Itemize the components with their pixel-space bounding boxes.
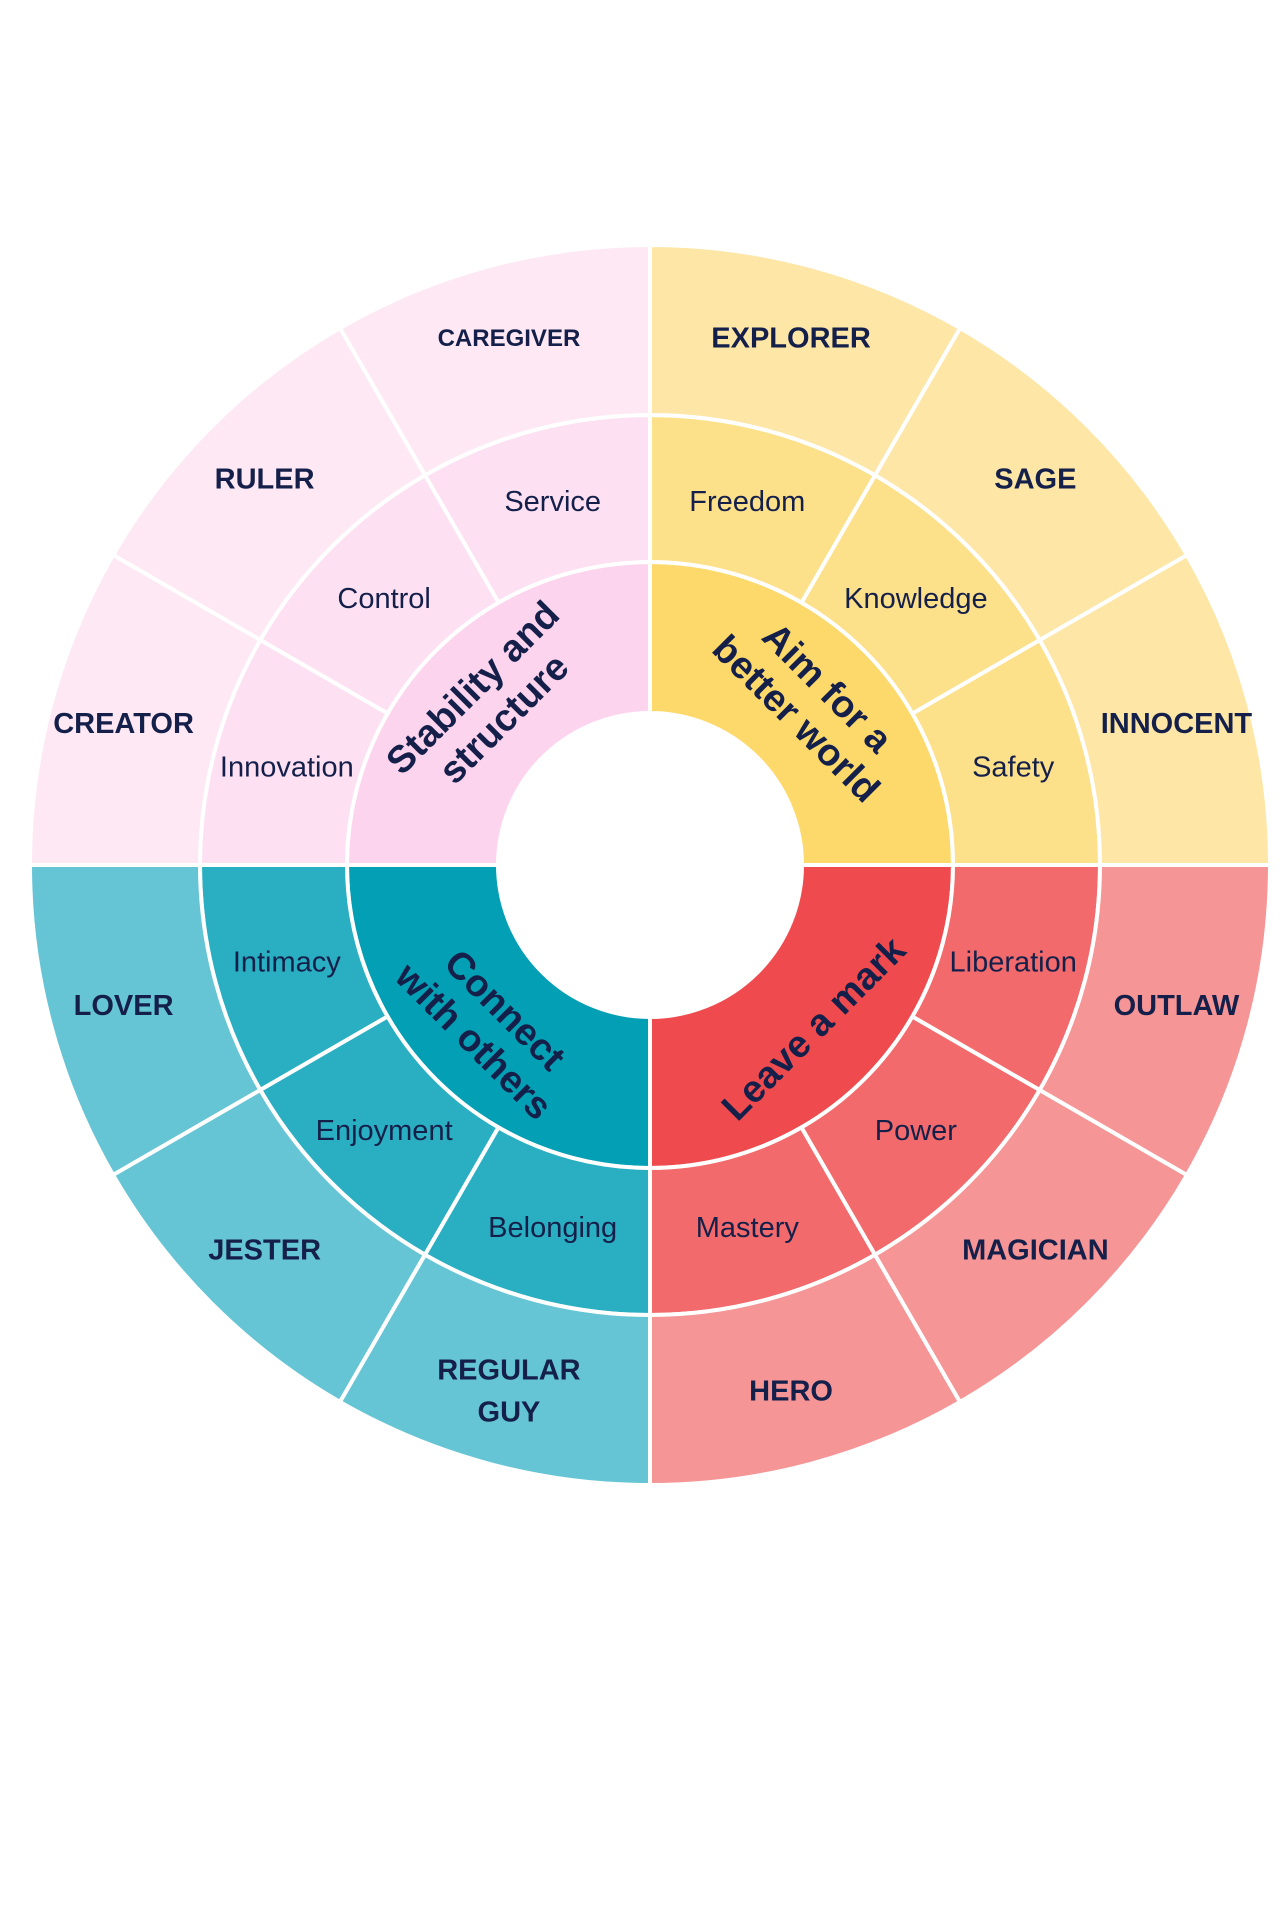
archetype-label-creator: CREATOR <box>53 708 194 740</box>
archetype-label-regular-guy-line: REGULAR <box>437 1354 580 1386</box>
archetype-label-regular-guy-line: GUY <box>478 1396 541 1428</box>
archetype-segment-explorer <box>648 243 962 478</box>
wheel-segments <box>28 243 1272 1487</box>
archetype-label-hero-line: HERO <box>749 1375 833 1407</box>
archetype-label-magician: MAGICIAN <box>962 1234 1109 1266</box>
archetype-label-regular-guy: REGULAR GUY <box>437 1354 580 1428</box>
center-hole <box>498 713 802 1017</box>
motive-label-mastery: Mastery <box>696 1212 800 1244</box>
motive-label-belonging: Belonging <box>488 1212 617 1244</box>
archetype-label-caregiver: CAREGIVER <box>438 325 581 352</box>
archetype-label-explorer: EXPLORER <box>711 323 871 355</box>
archetype-label-outlaw: OUTLAW <box>1114 990 1240 1022</box>
archetype-label-jester: JESTER <box>208 1234 321 1266</box>
archetype-label-hero: HERO <box>749 1375 833 1407</box>
motive-label-liberation: Liberation <box>950 946 1077 978</box>
archetype-label-explorer-line: EXPLORER <box>711 323 871 355</box>
archetype-label-ruler: RULER <box>215 464 315 496</box>
archetype-segment-outlaw <box>1037 863 1272 1177</box>
archetype-label-ruler-line: RULER <box>215 464 315 496</box>
archetype-label-outlaw-line: OUTLAW <box>1114 990 1240 1022</box>
motive-label-power: Power <box>875 1115 958 1147</box>
motive-label-freedom: Freedom <box>689 486 805 518</box>
motive-label-enjoyment: Enjoyment <box>316 1115 453 1147</box>
motive-label-innovation: Innovation <box>220 752 354 784</box>
motive-label-safety: Safety <box>972 752 1055 784</box>
archetype-label-lover-line: LOVER <box>74 990 174 1022</box>
archetype-label-creator-line: CREATOR <box>53 708 194 740</box>
archetype-label-caregiver-line: CAREGIVER <box>438 325 581 352</box>
archetype-label-jester-line: JESTER <box>208 1234 321 1266</box>
archetype-label-innocent: INNOCENT <box>1101 708 1253 740</box>
motive-label-service: Service <box>504 486 601 518</box>
motive-label-knowledge: Knowledge <box>844 583 988 615</box>
archetype-label-sage-line: SAGE <box>994 464 1076 496</box>
archetype-label-innocent-line: INNOCENT <box>1101 708 1253 740</box>
archetype-label-sage: SAGE <box>994 464 1076 496</box>
archetype-label-magician-line: MAGICIAN <box>962 1234 1109 1266</box>
motive-label-intimacy: Intimacy <box>233 946 341 978</box>
archetype-label-lover: LOVER <box>74 990 174 1022</box>
motive-label-control: Control <box>337 583 431 615</box>
archetype-segment-regular-guy <box>338 1252 652 1487</box>
